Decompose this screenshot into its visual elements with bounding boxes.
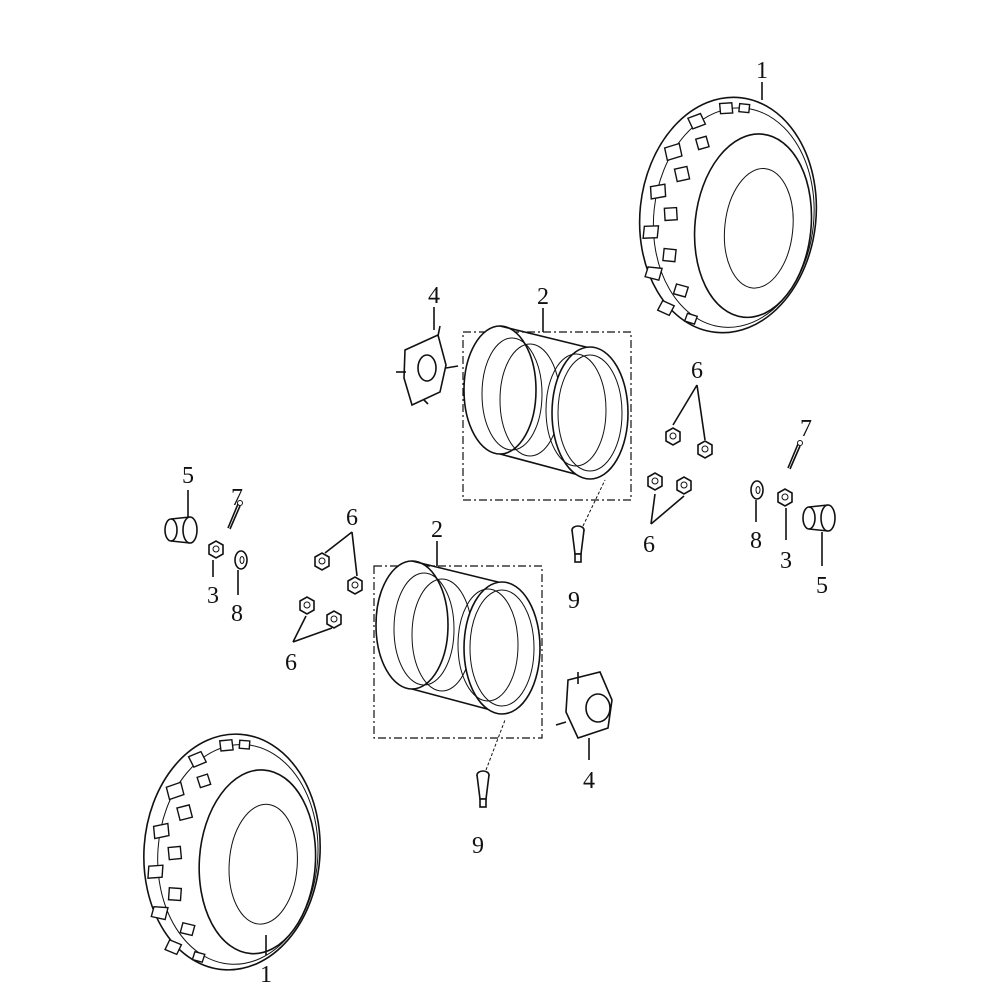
cotter-pin-right bbox=[787, 439, 804, 470]
callout-1-bottom: 1 bbox=[260, 962, 272, 988]
callout-6-lower-top: 6 bbox=[346, 505, 358, 531]
callout-2-lower: 2 bbox=[431, 517, 443, 543]
callout-4-lower: 4 bbox=[583, 768, 595, 794]
callout-3-left: 3 bbox=[207, 583, 219, 609]
rim-lower-box bbox=[373, 565, 543, 739]
callout-3-right: 3 bbox=[780, 548, 792, 574]
dust-cap-left bbox=[164, 516, 198, 544]
lug-nuts-left bbox=[299, 552, 363, 629]
hub-upper bbox=[396, 325, 459, 407]
hub-lower bbox=[555, 671, 613, 739]
valve-lower bbox=[476, 770, 490, 808]
callout-9-upper: 9 bbox=[568, 588, 580, 614]
callout-1-top: 1 bbox=[756, 58, 768, 84]
callout-4-upper: 4 bbox=[428, 283, 440, 309]
callout-6-lower-bottom: 6 bbox=[285, 650, 297, 676]
callout-7-left: 7 bbox=[231, 485, 243, 511]
tire-top bbox=[627, 87, 829, 343]
lug-nuts-right bbox=[647, 427, 713, 495]
washer-right bbox=[750, 480, 764, 500]
rim-upper bbox=[463, 325, 629, 480]
dust-cap-right bbox=[802, 504, 836, 532]
rim-upper-box bbox=[462, 331, 632, 501]
nut-right bbox=[777, 488, 793, 507]
callout-5-right: 5 bbox=[816, 573, 828, 599]
nut-left bbox=[208, 540, 224, 559]
callout-8-right: 8 bbox=[750, 528, 762, 554]
callout-8-left: 8 bbox=[231, 601, 243, 627]
callout-7-right: 7 bbox=[800, 416, 812, 442]
callout-5-left: 5 bbox=[182, 463, 194, 489]
rim-lower bbox=[375, 560, 541, 715]
callout-6-upper-bottom: 6 bbox=[643, 532, 655, 558]
callout-6-upper-top: 6 bbox=[691, 358, 703, 384]
callout-2-upper: 2 bbox=[537, 284, 549, 310]
tire-bottom bbox=[135, 727, 329, 977]
washer-left bbox=[234, 550, 248, 570]
callout-9-lower: 9 bbox=[472, 833, 484, 859]
valve-upper bbox=[571, 525, 585, 563]
